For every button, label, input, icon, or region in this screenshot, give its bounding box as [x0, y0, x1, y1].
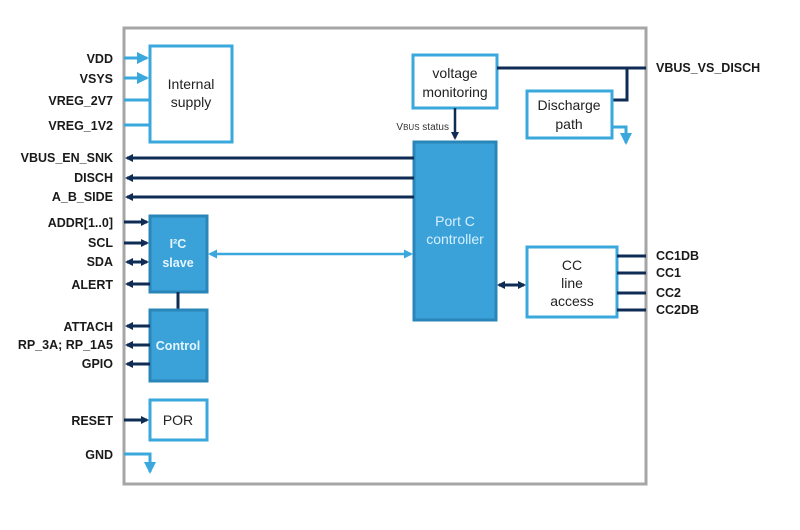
pin-vbus-en-snk: VBUS_EN_SNK — [21, 151, 113, 165]
internal-supply-label-1: Internal — [168, 76, 215, 92]
pin-cc1db: CC1DB — [656, 249, 699, 263]
control-label: Control — [156, 339, 200, 353]
por-block: POR — [148, 398, 209, 442]
cc-line-access-label-3: access — [550, 293, 594, 309]
discharge-path-label-2: path — [555, 116, 582, 132]
port-c-controller-label-1: Port C — [435, 213, 475, 229]
pin-scl: SCL — [88, 236, 113, 250]
pin-a-b-side: A_B_SIDE — [52, 190, 113, 204]
pin-vdd: VDD — [87, 52, 113, 66]
por-label: POR — [163, 412, 193, 428]
pin-vreg-2v7: VREG_2V7 — [48, 94, 113, 108]
pin-cc1: CC1 — [656, 266, 681, 280]
gnd-arrow — [124, 452, 156, 474]
i2c-slave-label-1: I²C — [170, 237, 187, 251]
pin-gnd: GND — [85, 448, 113, 462]
pin-addr: ADDR[1..0] — [48, 216, 113, 230]
i2c-slave-label-2: slave — [162, 256, 193, 270]
voltage-monitoring-label-2: monitoring — [422, 84, 487, 100]
pin-cc2: CC2 — [656, 286, 681, 300]
voltage-monitoring-label-1: voltage — [432, 65, 477, 81]
port-c-controller-label-2: controller — [426, 231, 484, 247]
pin-cc2db: CC2DB — [656, 303, 699, 317]
pin-rp: RP_3A; RP_1A5 — [18, 338, 113, 352]
internal-supply-block: Internal supply — [148, 44, 234, 144]
cc-line-access-block: CC line access — [525, 245, 619, 319]
control-block: Control — [148, 308, 209, 383]
pin-vbus-vs-disch: VBUS_VS_DISCH — [656, 61, 760, 75]
voltage-monitoring-block: voltage monitoring — [411, 53, 499, 110]
pin-gpio: GPIO — [82, 357, 114, 371]
internal-supply-label-2: supply — [171, 94, 211, 110]
pin-sda: SDA — [87, 255, 113, 269]
cc-line-access-label-1: CC — [562, 257, 582, 273]
pin-attach: ATTACH — [63, 320, 113, 334]
pin-vsys: VSYS — [80, 72, 113, 86]
i2c-slave-block: I²C slave — [148, 214, 209, 294]
vbus-status-v: V — [396, 122, 403, 133]
vbus-status-suffix: status — [420, 122, 449, 133]
pin-reset: RESET — [71, 414, 113, 428]
vbus-status-sub: BUS — [403, 123, 419, 132]
pin-alert: ALERT — [71, 278, 113, 292]
vbus-status-label: VBUS status — [396, 122, 449, 133]
pin-vreg-1v2: VREG_1V2 — [48, 119, 113, 133]
cc-line-access-label-2: line — [561, 275, 583, 291]
discharge-connection-line — [612, 68, 629, 102]
pin-disch: DISCH — [74, 171, 113, 185]
port-c-controller-block: Port C controller — [412, 140, 498, 322]
discharge-path-label-1: Discharge — [537, 97, 600, 113]
discharge-path-block: Discharge path — [525, 89, 614, 140]
discharge-ground-arrow — [612, 125, 632, 145]
